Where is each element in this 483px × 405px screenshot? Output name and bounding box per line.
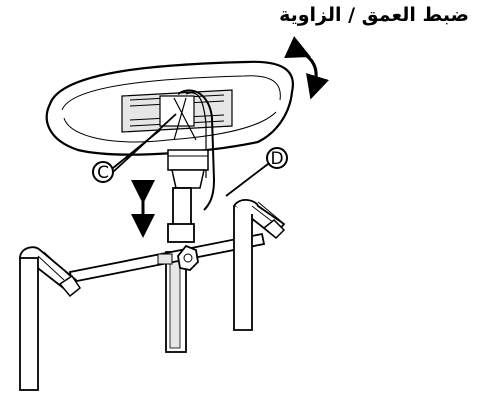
callout-d: D xyxy=(225,147,288,197)
svg-text:D: D xyxy=(270,149,283,169)
svg-text:C: C xyxy=(97,163,109,183)
callout-c: C xyxy=(92,113,177,183)
curved-double-arrow-icon xyxy=(284,36,329,100)
adjustment-knob xyxy=(177,244,199,271)
left-grip-handle xyxy=(19,246,82,391)
headrest-cushion xyxy=(45,60,294,156)
adjust-depth-angle-caption: ضبط العمق / الزاوية xyxy=(279,4,469,26)
right-grip-handle xyxy=(232,199,286,331)
mounting-bracket xyxy=(167,89,216,211)
